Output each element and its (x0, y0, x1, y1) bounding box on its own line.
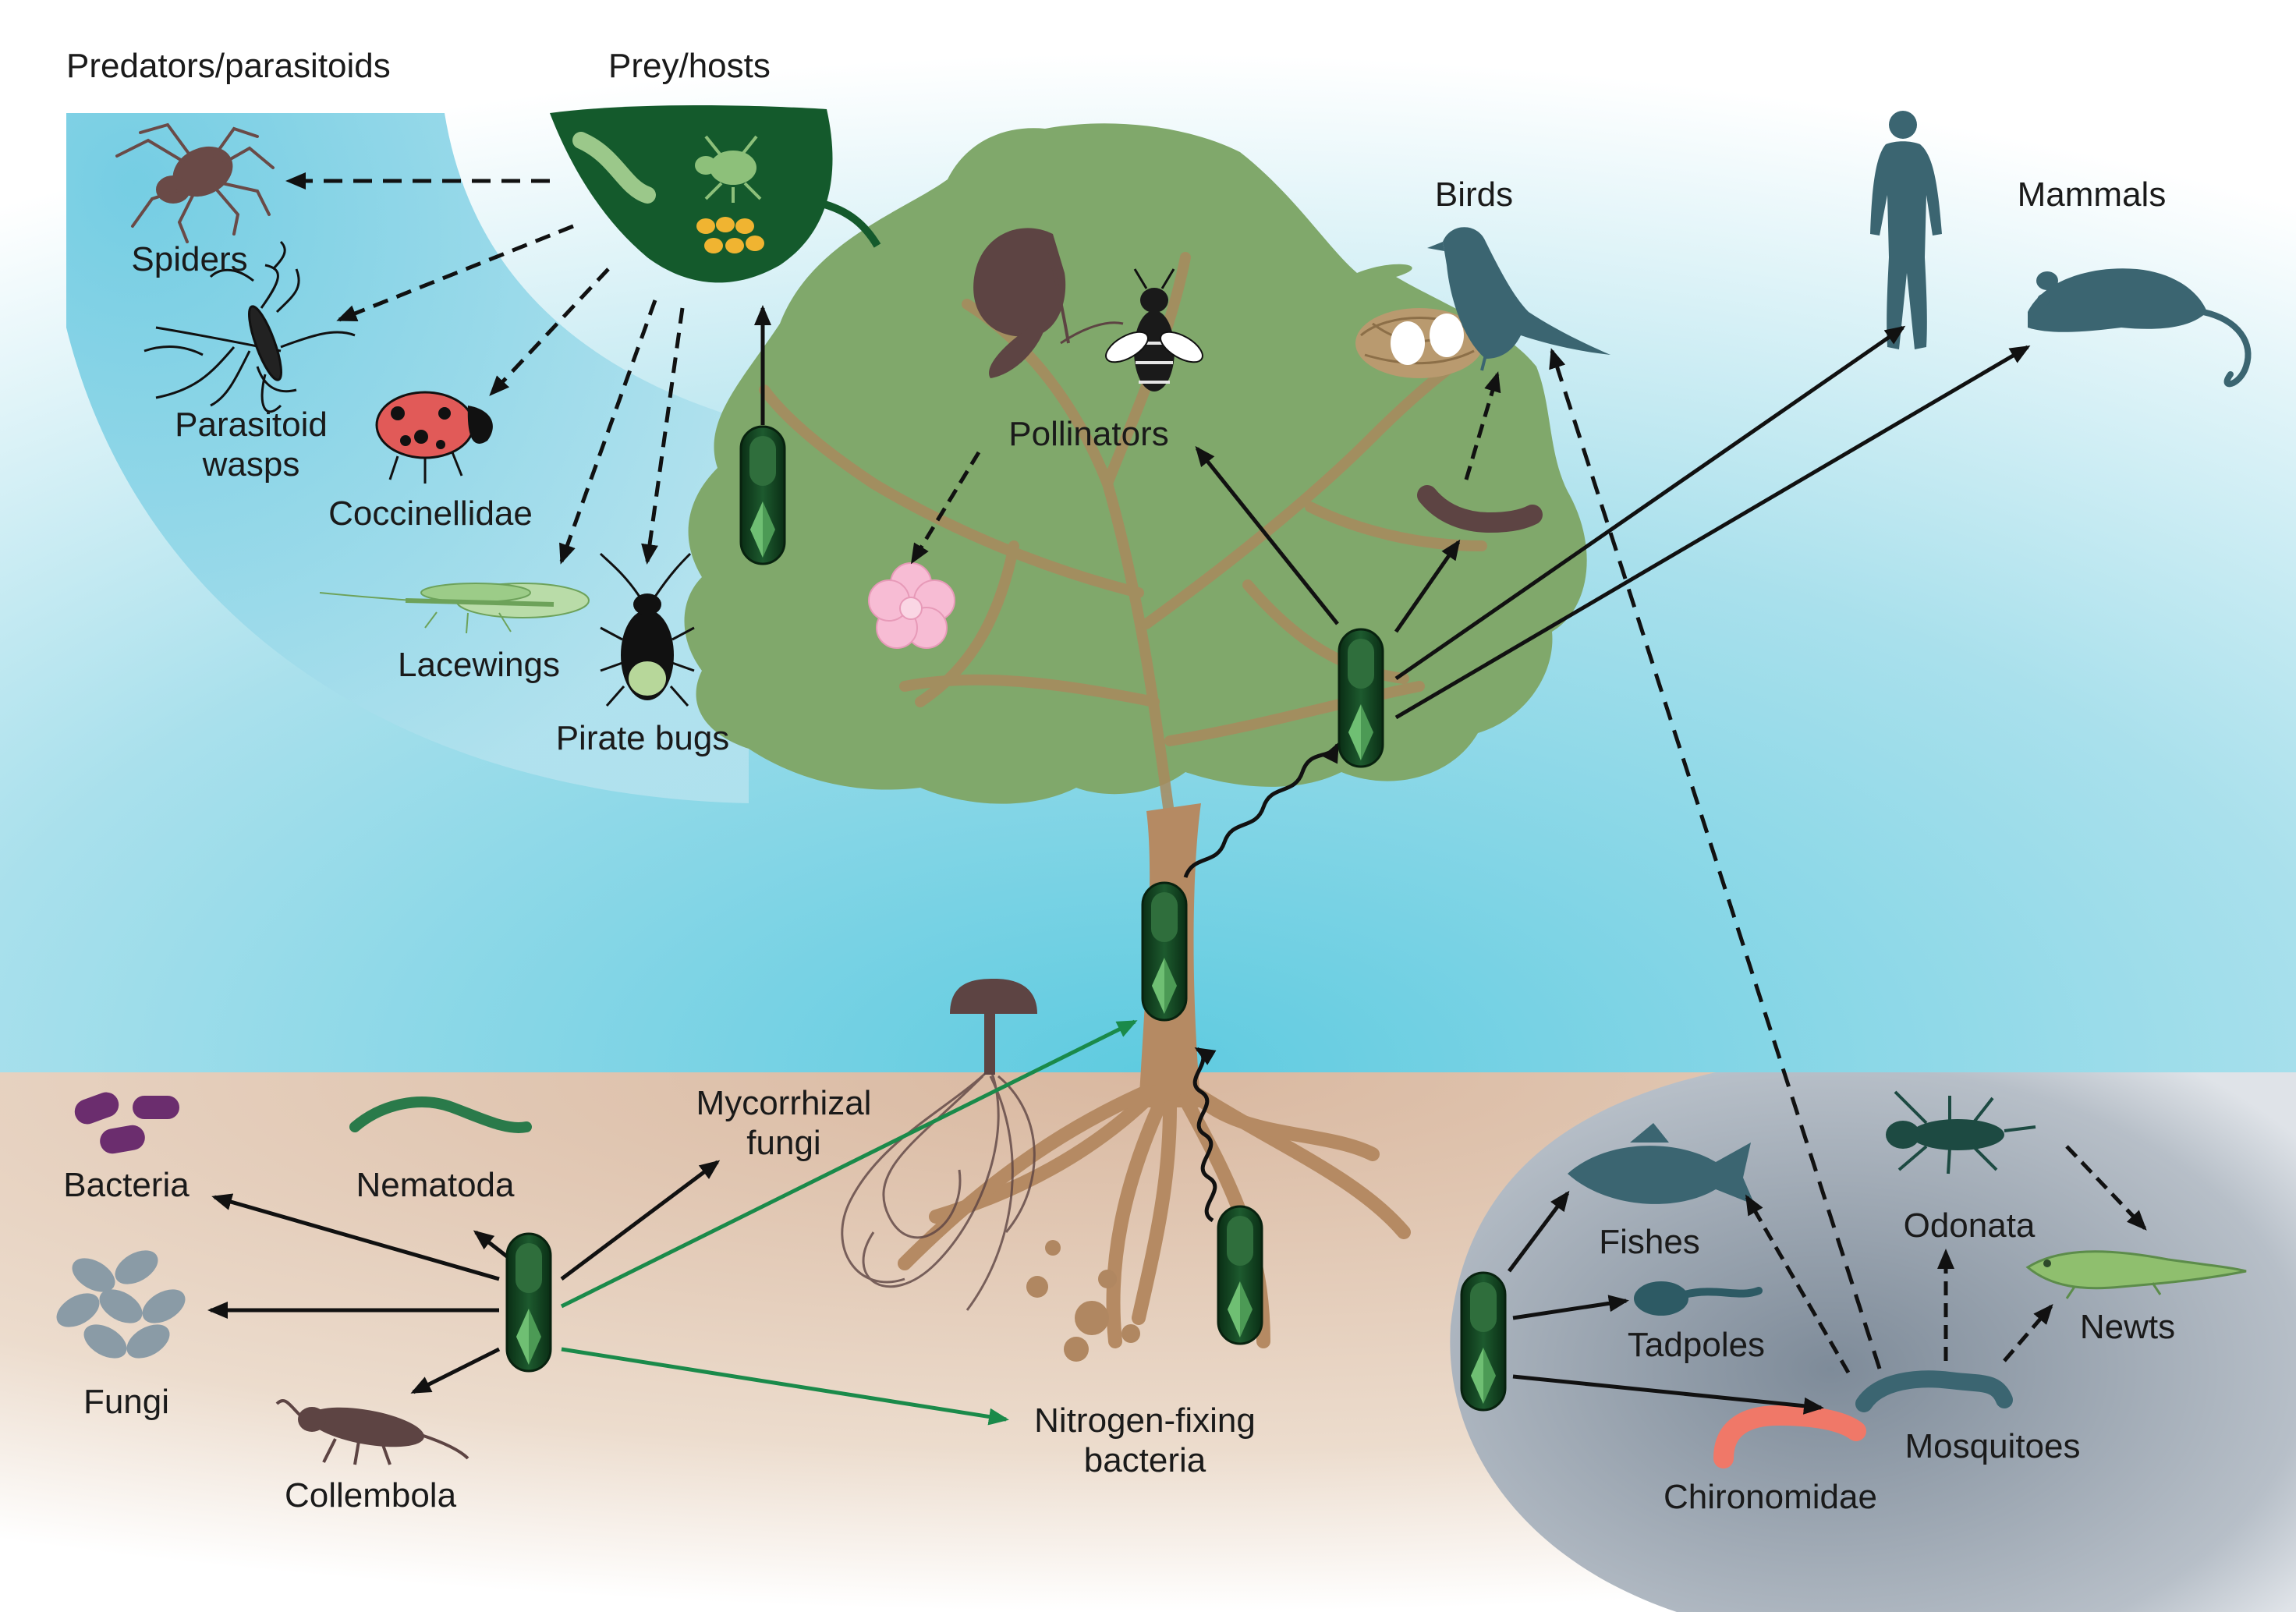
translocation-squiggles (1183, 742, 1340, 1223)
wasp-icon (144, 240, 356, 413)
chironomid-larva-icon (1713, 1405, 1866, 1469)
human-icon (1870, 111, 1942, 349)
ladybird-icon (375, 391, 493, 484)
bacterial-capsule-icon (1338, 628, 1384, 768)
newt-icon (2025, 1250, 2247, 1299)
label-spiders: Spiders (131, 240, 248, 278)
label-pollinators: Pollinators (1008, 415, 1169, 453)
mouse-icon (2028, 268, 2252, 388)
bacterial-capsule-icon (739, 425, 786, 565)
butterfly-icon (973, 228, 1124, 378)
bird-icon (1427, 227, 1610, 371)
predator-zone (66, 113, 749, 803)
worm-icon (1417, 485, 1543, 533)
label-newts: Newts (2079, 1308, 2176, 1346)
label-mosquitoes: Mosquitoes (1904, 1427, 2081, 1465)
bacterial-capsule-icon (1217, 1205, 1263, 1345)
leaf-icon (550, 105, 881, 283)
prey-header: Prey/hosts (608, 47, 771, 85)
fish-icon (1568, 1123, 1755, 1205)
label-bacteria: Bacteria (63, 1166, 190, 1204)
mutualism-arrows (560, 1019, 1138, 1426)
label-odonata: Odonata (1903, 1206, 2036, 1245)
tadpole-icon (1634, 1281, 1763, 1316)
label-parasitoid-wasps: Parasitoid wasps (175, 406, 328, 484)
fungi-icon (56, 1250, 186, 1359)
spider-icon (115, 122, 275, 243)
nest-icon (1355, 308, 1483, 378)
aquatic-zone (1450, 1072, 2296, 1612)
mushroom-icon (950, 979, 1037, 1075)
label-birds: Birds (1434, 175, 1514, 214)
label-collembola: Collembola (284, 1476, 457, 1515)
label-mycorrhizal-fungi: Mycorrhizal fungi (696, 1084, 872, 1162)
nematode-icon (349, 1097, 532, 1133)
label-coccinellidae: Coccinellidae (328, 494, 533, 533)
label-mammals: Mammals (2017, 175, 2167, 214)
bee-icon (1105, 268, 1203, 391)
bacterial-capsule-icon (505, 1232, 552, 1373)
label-lacewings: Lacewings (398, 646, 560, 684)
bacterial-capsule-icon (1141, 881, 1188, 1022)
bacteria-icon (74, 1092, 179, 1154)
root-nodules (1026, 1240, 1140, 1362)
lacewing-icon (319, 583, 590, 634)
label-pirate-bugs: Pirate bugs (555, 719, 730, 757)
label-tadpoles: Tadpoles (1627, 1326, 1766, 1364)
label-nematoda: Nematoda (356, 1166, 515, 1204)
label-fungi: Fungi (83, 1383, 170, 1421)
predators-header: Predators/parasitoids (66, 47, 391, 85)
mosquito-larva-icon (1855, 1370, 2013, 1412)
collembola-icon (275, 1399, 469, 1465)
flower-icon (868, 562, 955, 649)
bacterial-capsule-icon (1460, 1271, 1507, 1412)
label-nitrogen-fixing-bacteria: Nitrogen-fixing bacteria (1034, 1401, 1256, 1479)
trophic-arrows (207, 172, 2147, 1415)
label-chironomidae: Chironomidae (1664, 1478, 1877, 1516)
label-fishes: Fishes (1599, 1223, 1700, 1261)
pirate-bug-icon (599, 552, 695, 707)
odonata-larva-icon (1886, 1090, 2036, 1174)
